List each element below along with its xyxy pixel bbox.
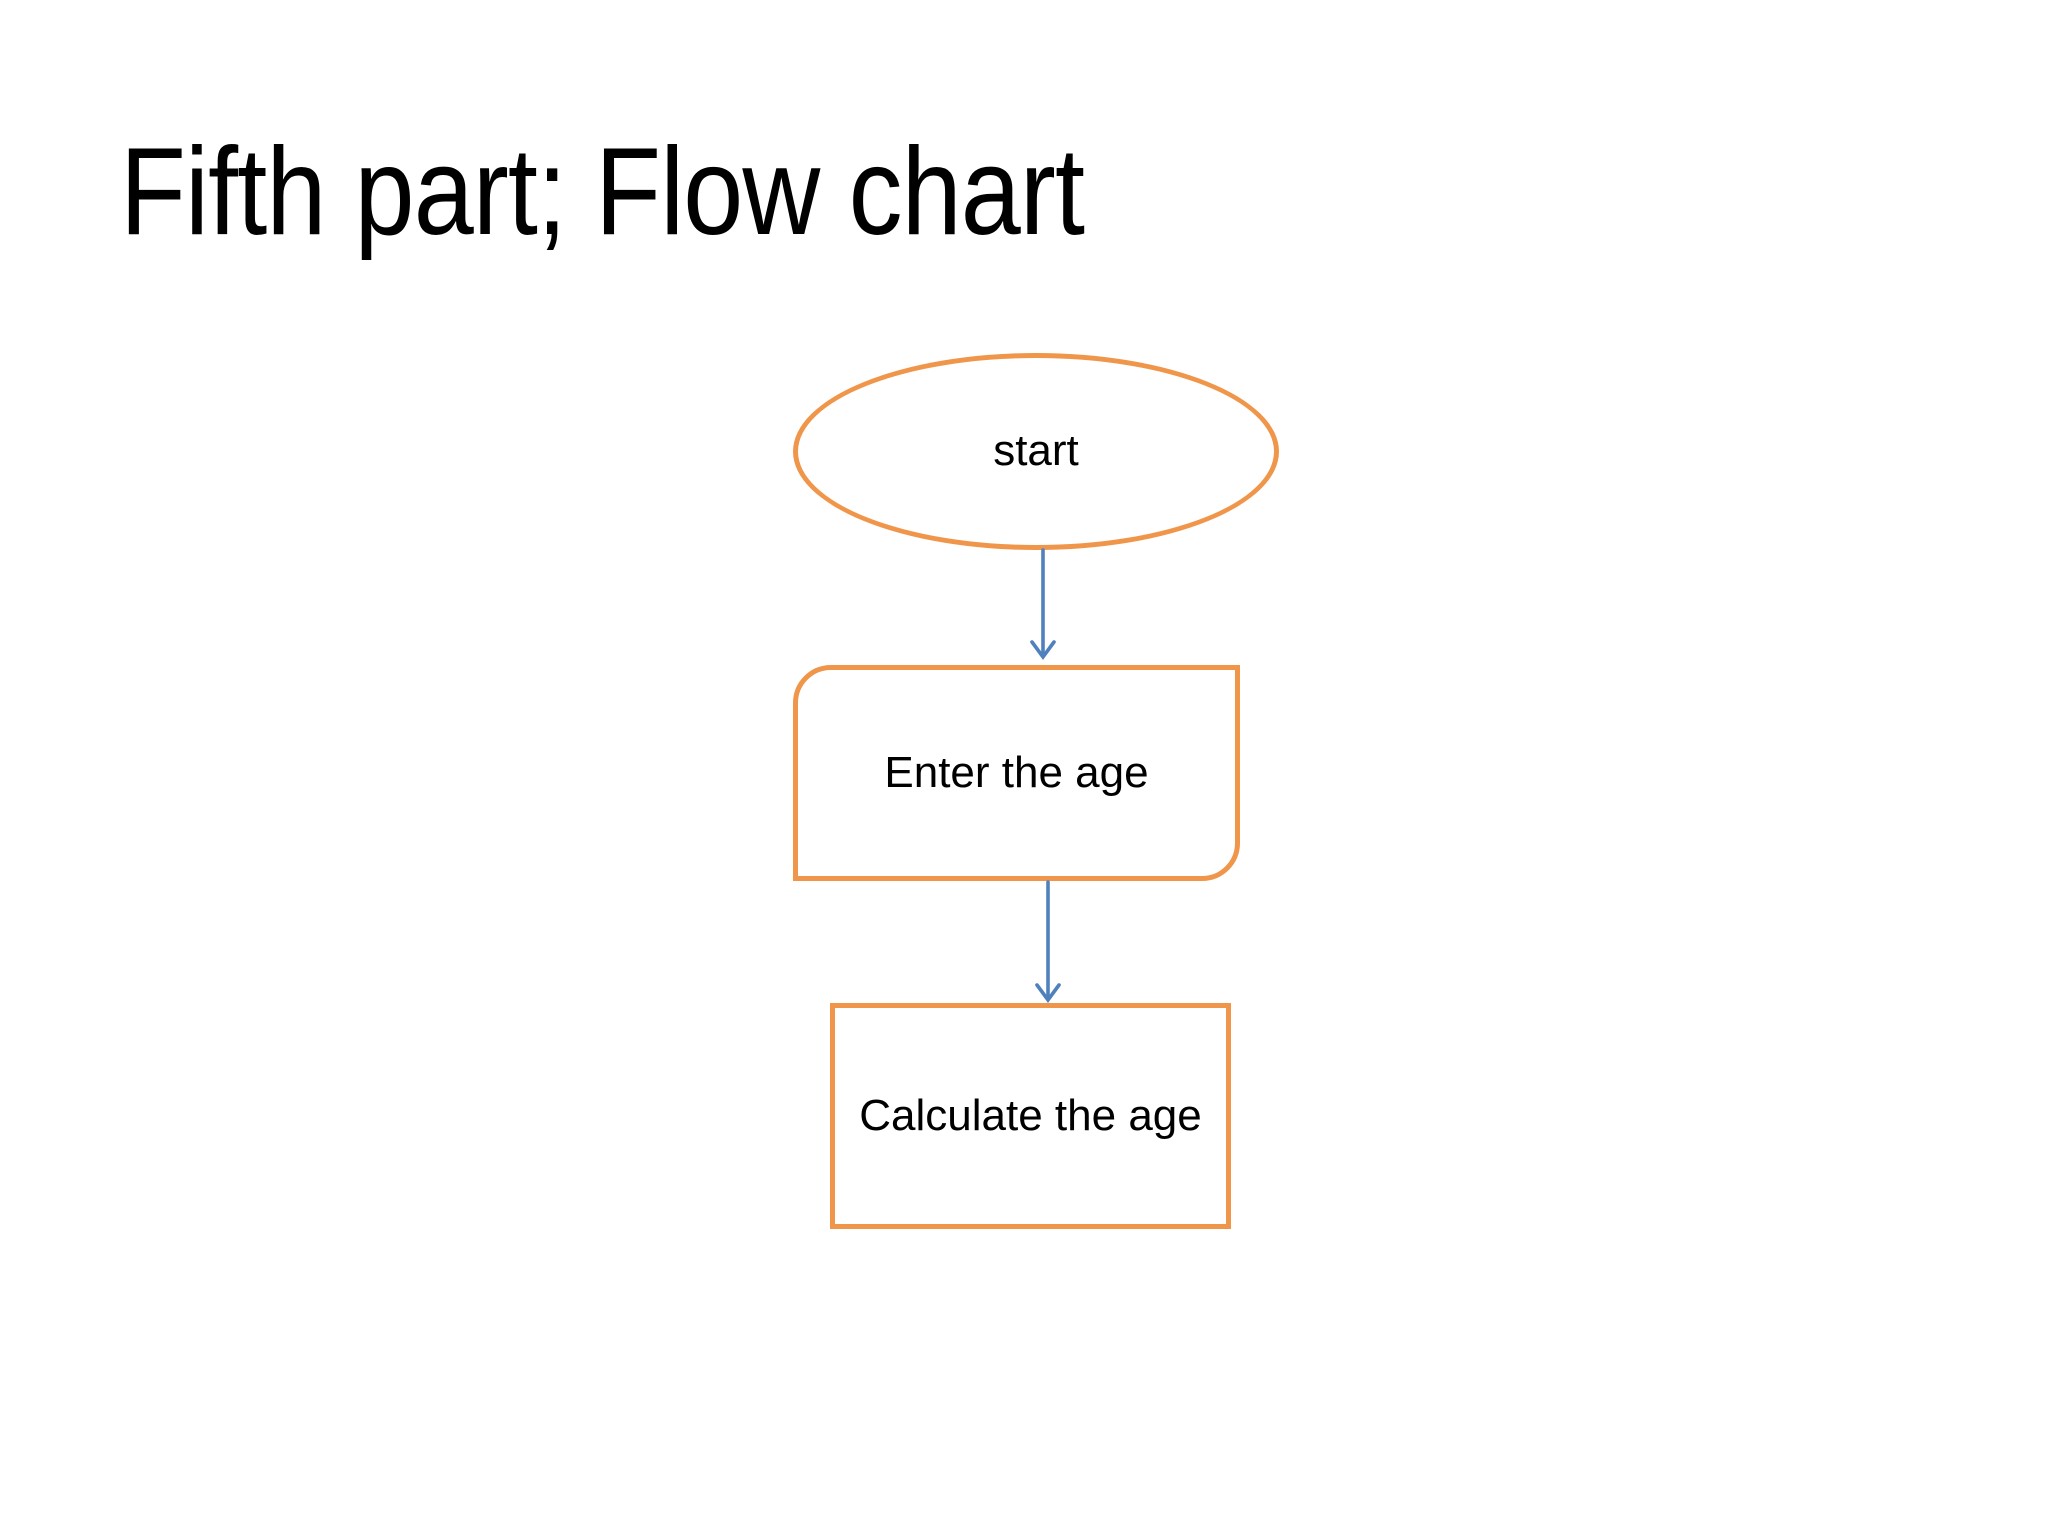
flow-node-enter-age: Enter the age <box>793 665 1240 881</box>
flow-arrow-enter-age-to-calculate-age <box>1035 880 1061 1004</box>
slide-title: Fifth part; Flow chart <box>120 123 1085 261</box>
flow-arrow-start-to-enter-age <box>1030 548 1056 661</box>
flow-node-calculate-age-label: Calculate the age <box>859 1090 1202 1140</box>
flow-node-start-label: start <box>993 426 1079 476</box>
flow-node-enter-age-label: Enter the age <box>884 747 1149 797</box>
arrow-head-icon <box>1035 983 1061 1004</box>
flow-node-start: start <box>793 353 1279 550</box>
flow-node-calculate-age: Calculate the age <box>830 1003 1231 1229</box>
arrow-head-icon <box>1030 640 1056 661</box>
